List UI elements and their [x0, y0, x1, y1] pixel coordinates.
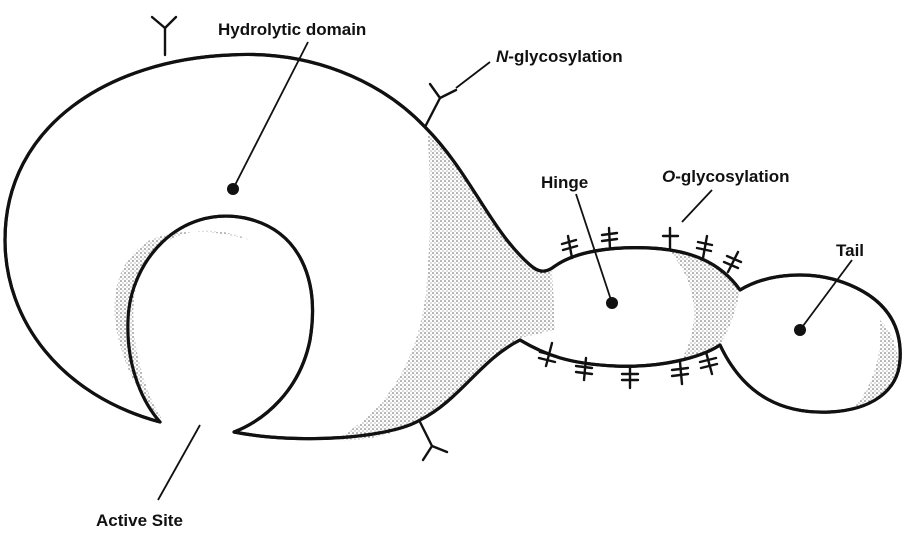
active-site-label: Active Site: [96, 511, 183, 530]
n-glycosylation-suffix: -glycosylation: [508, 47, 622, 66]
n-glycosylation-label: N-glycosylation: [496, 47, 623, 66]
o-glycan-icon: [622, 366, 638, 388]
active-site-leader: [158, 425, 200, 500]
n-glycosylation-prefix: N: [496, 47, 509, 66]
hinge-label: Hinge: [541, 173, 588, 192]
n-glycosylation-leader: [456, 62, 490, 88]
o-glycosylation-label: O-glycosylation: [662, 167, 790, 186]
o-glycan-icon: [602, 228, 617, 249]
o-glycosylation-prefix: O: [662, 167, 675, 186]
n-glycan-icon: [420, 422, 447, 460]
o-glycan-icon: [663, 228, 678, 250]
o-glycan-icon: [724, 252, 741, 272]
o-glycosylation-suffix: -glycosylation: [675, 167, 789, 186]
tail-label: Tail: [836, 241, 864, 260]
hydrolytic-domain-label: Hydrolytic domain: [218, 20, 366, 39]
o-glycan-icon: [697, 236, 712, 258]
o-glycosylation-leader: [682, 190, 712, 222]
n-glycan-icon: [152, 17, 176, 55]
n-glycan-icon: [425, 84, 456, 127]
o-glycan-icon: [672, 362, 688, 384]
